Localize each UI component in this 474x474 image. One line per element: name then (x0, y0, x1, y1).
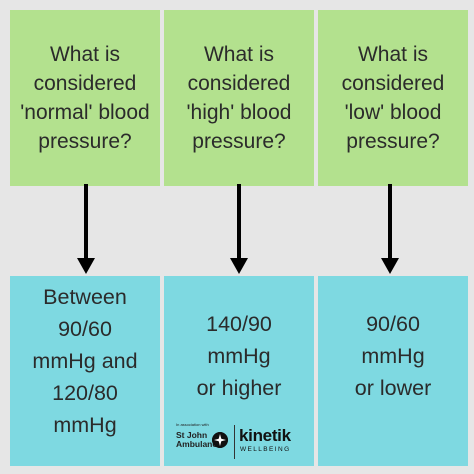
logo-association-text: In association with (176, 422, 209, 427)
logo-kinetik-text: kinetik (239, 426, 291, 445)
question-text: What is considered 'normal' blood pressu… (20, 43, 150, 153)
answer-text: 140/90 mmHg or higher (196, 312, 282, 400)
answer-box-normal: Between 90/60 mmHg and 120/80 mmHg (10, 276, 160, 466)
question-box-normal: What is considered 'normal' blood pressu… (10, 10, 160, 186)
arrow-down-icon (77, 184, 95, 274)
answer-text: Between 90/60 mmHg and 120/80 mmHg (32, 285, 138, 437)
st-john-cross-icon (212, 432, 228, 448)
question-text: What is considered 'high' blood pressure… (186, 43, 292, 153)
logo-wellbeing-text: WELLBEING (240, 446, 291, 453)
arrow-down-icon (381, 184, 399, 274)
partner-logo: In association with St John Ambulance ki… (176, 420, 302, 464)
answer-box-low: 90/60 mmHg or lower (318, 276, 468, 466)
answer-text: 90/60 mmHg or lower (354, 312, 432, 400)
answer-box-high: 140/90 mmHg or higher (164, 276, 314, 466)
arrow-down-icon (230, 184, 248, 274)
question-box-low: What is considered 'low' blood pressure? (318, 10, 468, 186)
logo-st-john-text: St John Ambulance (176, 430, 222, 449)
question-box-high: What is considered 'high' blood pressure… (164, 10, 314, 186)
logo-divider (234, 425, 235, 459)
question-text: What is considered 'low' blood pressure? (341, 43, 445, 153)
